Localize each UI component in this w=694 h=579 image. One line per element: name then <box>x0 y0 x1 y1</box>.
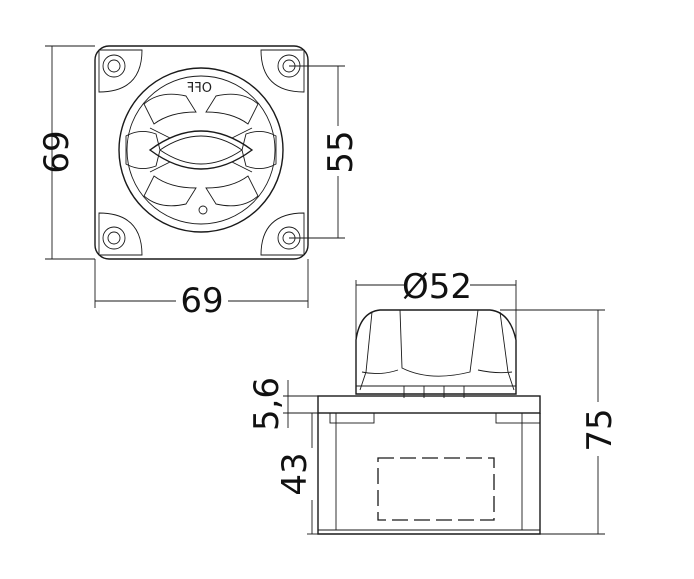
side-view: Ø52 5,6 43 75 <box>247 266 620 535</box>
dim-overall-height: 75 <box>500 309 620 535</box>
dim-base-height-label: 43 <box>275 452 315 495</box>
knob-off-label: OFF <box>187 81 212 96</box>
dim-knob-diameter-label: Ø52 <box>402 267 472 307</box>
dim-overall-height-label: 75 <box>580 408 620 451</box>
indicator-dot <box>198 205 208 215</box>
dim-base-height: 43 <box>275 412 318 535</box>
corner-tab-top-left <box>98 49 143 93</box>
knob-grip <box>125 93 277 207</box>
mount-hole-top-left <box>102 54 126 78</box>
knob-inner-ring <box>126 75 276 225</box>
top-view-plate <box>94 45 309 260</box>
dim-flange-thickness: 5,6 <box>247 377 318 431</box>
side-flange-tab-left <box>329 412 375 424</box>
corner-tab-top-right <box>260 49 305 93</box>
side-knob-detail <box>359 309 515 391</box>
mount-hole-bottom-left <box>102 226 126 250</box>
dim-knob-diameter: Ø52 <box>355 266 517 340</box>
corner-tab-bottom-right <box>260 212 305 256</box>
side-knob <box>355 309 517 395</box>
dim-top-height-label: 69 <box>37 130 77 173</box>
dim-top-width: 69 <box>94 259 309 321</box>
side-flange-tab-right <box>495 412 541 424</box>
dim-hole-spacing-label: 55 <box>321 130 361 173</box>
corner-tab-bottom-left <box>98 212 143 256</box>
knob-handle <box>148 130 254 170</box>
side-flange <box>317 395 541 414</box>
top-view: OFF 69 69 55 <box>37 45 361 321</box>
dim-hole-spacing: 55 <box>289 65 361 239</box>
side-base <box>317 413 541 535</box>
knob-handle-inner <box>159 135 243 165</box>
dim-top-width-label: 69 <box>180 281 223 321</box>
knob-outer-ring <box>118 67 284 233</box>
dim-flange-thickness-label: 5,6 <box>247 377 287 431</box>
side-hidden-terminal <box>377 457 495 521</box>
dim-top-height: 69 <box>37 45 95 260</box>
